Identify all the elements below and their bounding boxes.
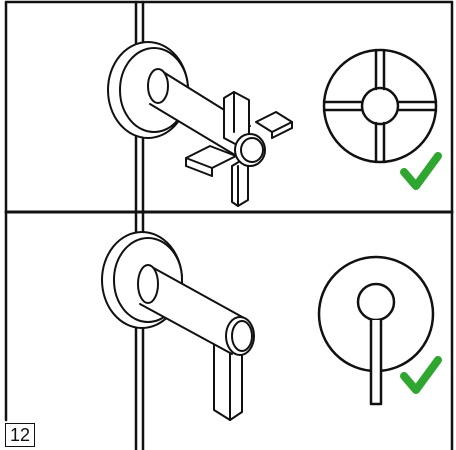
panel-top bbox=[107, 41, 442, 207]
step-number-label: 12 bbox=[5, 423, 35, 447]
lever-escutcheon-icon bbox=[317, 255, 435, 406]
panel-frame bbox=[4, 0, 454, 450]
lever-body bbox=[137, 264, 255, 356]
lever-blade bbox=[213, 339, 243, 421]
cross-handle bbox=[185, 91, 293, 207]
checkmark-icon bbox=[400, 356, 442, 394]
checkmark-icon bbox=[400, 152, 442, 190]
step-number: 12 bbox=[9, 425, 31, 445]
cross-escutcheon-icon bbox=[322, 48, 438, 164]
panel-bottom bbox=[101, 231, 442, 421]
